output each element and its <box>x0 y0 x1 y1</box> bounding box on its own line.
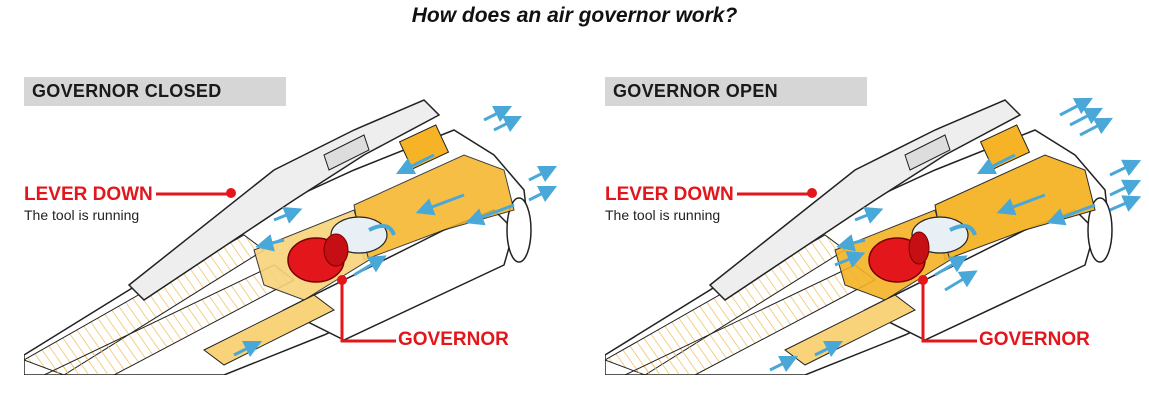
panel-header-open: GOVERNOR OPEN <box>605 77 867 106</box>
governor-label: GOVERNOR <box>979 329 1090 350</box>
panel-header-closed: GOVERNOR CLOSED <box>24 77 286 106</box>
tool-cutaway-closed <box>24 99 558 375</box>
panel-governor-open: GOVERNOR OPEN LEVER DOWN The tool is run… <box>605 60 1145 375</box>
governor-component <box>868 231 930 283</box>
page-title: How does an air governor work? <box>411 4 738 27</box>
tool-cutaway-open <box>605 97 1142 375</box>
lever-label: LEVER DOWN <box>24 184 153 205</box>
lever-label: LEVER DOWN <box>605 184 734 205</box>
lever-sub-label: The tool is running <box>24 207 140 223</box>
governor-component <box>287 233 349 283</box>
lever-sub-label: The tool is running <box>605 207 721 223</box>
governor-label: GOVERNOR <box>398 329 509 350</box>
air-flow-arrows <box>769 97 1142 373</box>
panel-governor-closed: GOVERNOR CLOSED LEVER DOWN The tool is r… <box>24 60 564 375</box>
air-flow-arrows <box>233 105 558 358</box>
